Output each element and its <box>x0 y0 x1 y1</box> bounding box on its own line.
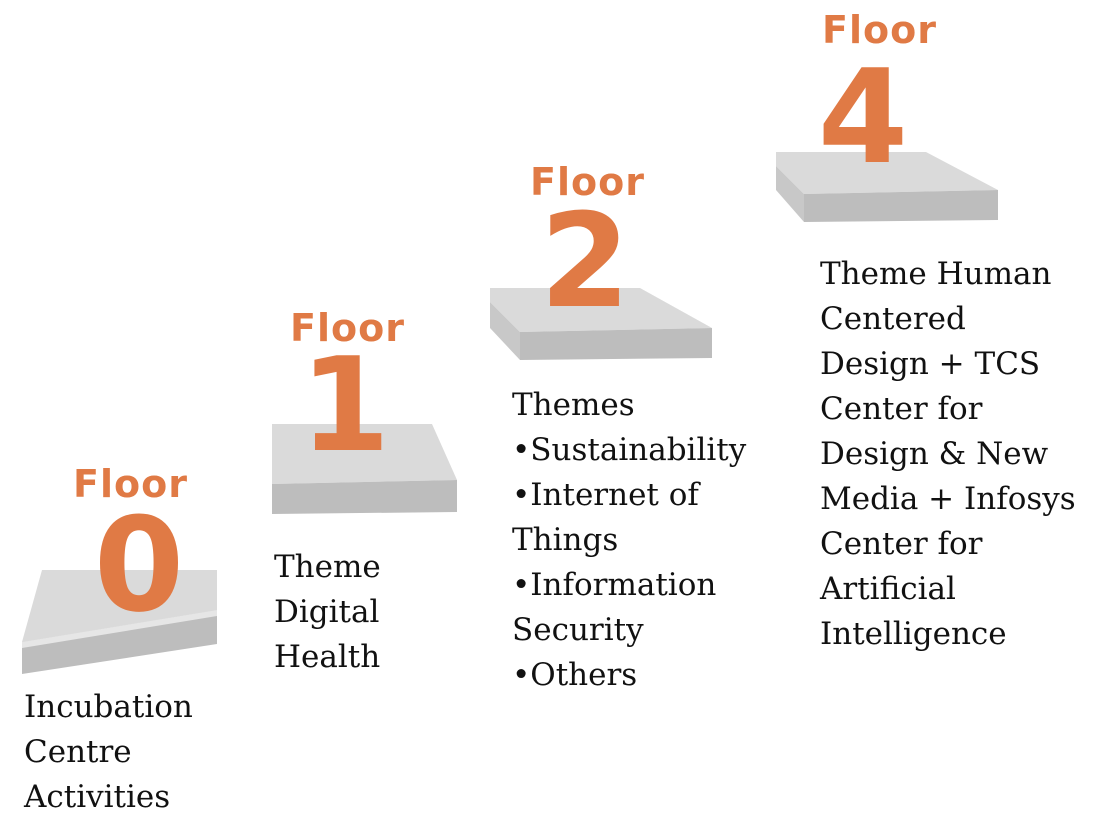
description-line: Themes <box>512 387 635 423</box>
description-line: Center for <box>820 391 983 427</box>
description-line: Media + Infosys <box>820 481 1076 517</box>
description-line: Theme Human <box>820 256 1052 292</box>
step-plinth <box>22 570 217 674</box>
floor-description: Incubation Centre Activities <box>24 685 193 820</box>
floor-description: Themes •Sustainability •Internet of Thin… <box>512 383 746 698</box>
description-line: •Others <box>512 657 638 693</box>
description-line: Theme <box>274 549 381 585</box>
description-line: Design + TCS <box>820 346 1041 382</box>
description-line: Intelligence <box>820 616 1007 652</box>
description-line: Centre <box>24 734 132 770</box>
description-line: Artificial <box>820 571 956 607</box>
description-line: •Sustainability <box>512 432 747 468</box>
floor-label: Floor <box>73 462 188 506</box>
floor-label: Floor <box>290 306 405 350</box>
description-line: Incubation <box>24 689 193 725</box>
description-line: •Information <box>512 567 717 603</box>
step-plinth <box>776 152 998 222</box>
floor-number: 1 <box>299 329 391 481</box>
description-line: Things <box>512 522 619 558</box>
description-line: Health <box>274 639 381 675</box>
description-line: Activities <box>24 779 171 815</box>
floor-number: 2 <box>539 185 631 337</box>
description-line: Design & New <box>820 436 1049 472</box>
step-plinth <box>490 288 712 360</box>
floor-number: 0 <box>93 489 185 641</box>
description-line: Digital <box>274 594 380 630</box>
floor-number: 4 <box>817 41 909 193</box>
floor-label: Floor <box>530 160 645 204</box>
floor-description: Theme Digital Health <box>274 545 381 680</box>
step-plinth <box>272 424 457 514</box>
floor-description: Theme Human Centered Design + TCS Center… <box>820 252 1076 657</box>
description-line: Security <box>512 612 644 648</box>
description-line: •Internet of <box>512 477 699 513</box>
description-line: Centered <box>820 301 966 337</box>
floor-label: Floor <box>822 8 937 52</box>
description-line: Center for <box>820 526 983 562</box>
